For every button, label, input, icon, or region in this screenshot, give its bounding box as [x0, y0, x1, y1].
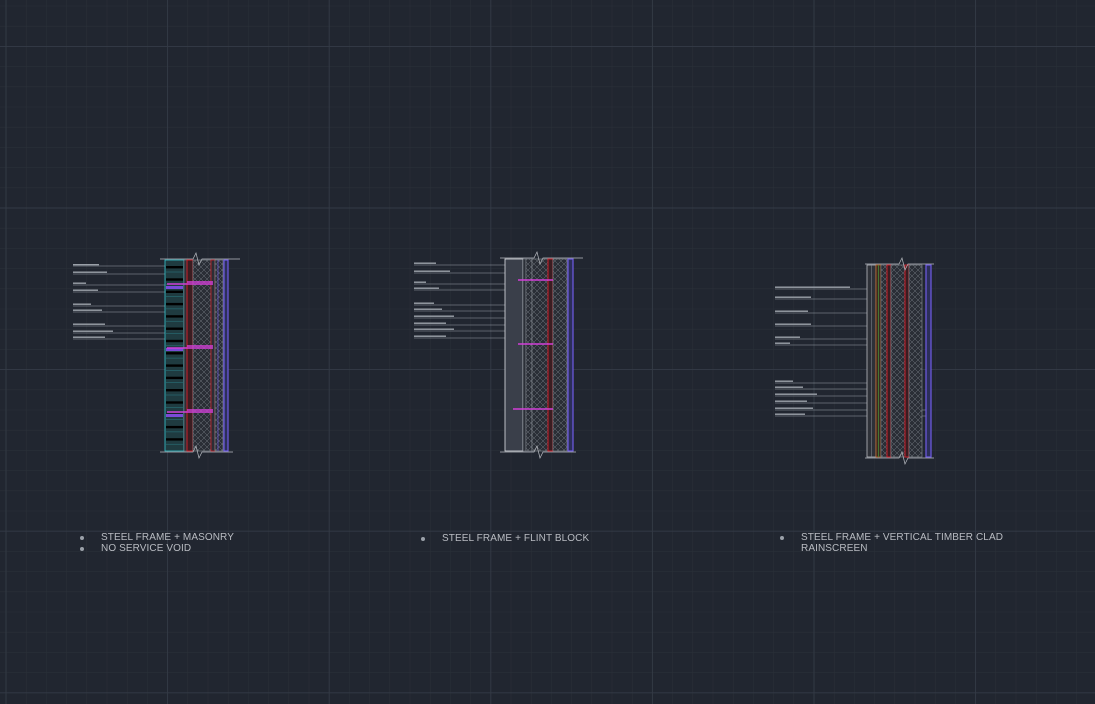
caption-line: RAINSCREEN	[780, 543, 1003, 554]
brick-course	[166, 315, 183, 318]
brick-course	[166, 364, 183, 367]
brick-course	[166, 401, 183, 404]
bullet-icon	[780, 536, 784, 540]
caption-timber: STEEL FRAME + VERTICAL TIMBER CLAD RAINS…	[780, 532, 1003, 554]
bed-joint-reinforcement	[166, 286, 183, 289]
insulation-layer	[192, 259, 212, 452]
caption-text: NO SERVICE VOID	[101, 543, 192, 554]
brick-course	[166, 438, 183, 441]
caption-line: STEEL FRAME + FLINT BLOCK	[421, 533, 589, 544]
wall-ties	[167, 281, 213, 413]
insulation-layer	[890, 264, 906, 458]
bullet-icon	[80, 536, 84, 540]
break-lines	[865, 256, 934, 466]
brick-courses	[166, 266, 183, 445]
wall-ties	[513, 279, 553, 410]
brick-course	[166, 278, 183, 281]
bed-joint-reinforcement	[166, 414, 183, 417]
wall-section-timber-rainscreen[interactable]	[775, 256, 934, 466]
brick-course	[166, 425, 183, 429]
plasterboard-layer	[925, 264, 932, 458]
caption-text: STEEL FRAME + MASONRY	[101, 532, 234, 543]
break-lines	[500, 250, 583, 460]
caption-text: STEEL FRAME + VERTICAL TIMBER CLAD	[801, 532, 1004, 543]
caption-line: NO SERVICE VOID	[80, 543, 234, 554]
wall-section-masonry[interactable]	[73, 251, 240, 460]
brick-course	[166, 389, 183, 392]
caption-flint: STEEL FRAME + FLINT BLOCK	[421, 533, 589, 544]
caption-text: STEEL FRAME + FLINT BLOCK	[442, 533, 590, 544]
brick-course	[166, 266, 183, 269]
brick-course	[166, 327, 183, 330]
brick-course	[166, 339, 183, 343]
bed-joint-reinforcement	[166, 348, 183, 351]
caption-line: STEEL FRAME + VERTICAL TIMBER CLAD	[780, 532, 1003, 543]
break-lines	[160, 251, 240, 460]
wall-section-flint[interactable]	[414, 250, 583, 460]
brick-course	[166, 376, 183, 380]
plasterboard-layer	[223, 259, 229, 452]
flint-block-leaf	[504, 258, 524, 452]
brick-course	[166, 302, 183, 306]
caption-line: STEEL FRAME + MASONRY	[80, 532, 234, 543]
bullet-icon	[421, 537, 425, 541]
plasterboard-layer	[567, 258, 574, 452]
brick-course	[166, 290, 183, 293]
caption-text: RAINSCREEN	[801, 543, 868, 554]
caption-masonry: STEEL FRAME + MASONRY NO SERVICE VOID	[80, 532, 234, 554]
bullet-icon	[80, 547, 84, 551]
brick-course	[166, 352, 183, 355]
